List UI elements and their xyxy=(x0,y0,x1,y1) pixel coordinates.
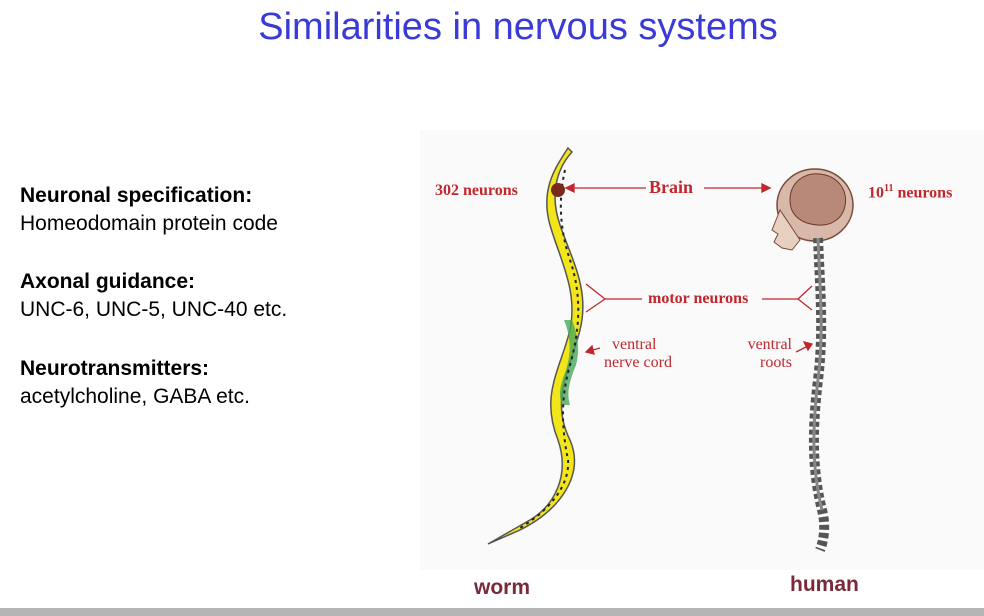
item-heading: Neurotransmitters: xyxy=(20,357,210,380)
neuronal-specification-item: Neuronal specification: Homeodomain prot… xyxy=(20,182,278,238)
human-neurons-label: 1011 neurons xyxy=(868,180,952,202)
axonal-guidance-item: Axonal guidance: UNC-6, UNC-5, UNC-40 et… xyxy=(20,268,287,324)
worm-caption: worm xyxy=(474,576,531,599)
human-spinal-cord xyxy=(812,237,824,511)
human-face xyxy=(771,208,801,251)
worm-green-region xyxy=(559,320,579,405)
footer-bar xyxy=(0,608,984,616)
item-text: acetylcholine, GABA etc. xyxy=(20,385,250,408)
slide-title: Similarities in nervous systems xyxy=(258,6,778,48)
ventral-roots-label: ventral roots xyxy=(736,336,792,372)
brain-label: Brain xyxy=(649,177,694,197)
worm-body xyxy=(487,146,584,545)
worm-brain-cluster xyxy=(551,183,565,197)
ventral-nerve-cord-line2: nerve cord xyxy=(604,354,672,371)
human-neurons-base: 10 xyxy=(868,184,884,202)
ventral-roots-line2: roots xyxy=(760,354,792,371)
item-heading: Axonal guidance: xyxy=(20,270,196,293)
diagram-illustration xyxy=(487,146,854,552)
human-caption: human xyxy=(790,573,859,596)
human-brain xyxy=(789,173,847,226)
ventral-nerve-cord-line1: ventral xyxy=(612,336,657,353)
worm-neurons-label: 302 neurons xyxy=(435,182,518,199)
nervous-system-diagram: 302 neurons Brain 1011 neurons motor neu… xyxy=(420,130,984,570)
human-neurons-suffix: neurons xyxy=(893,184,953,202)
motor-neurons-label: motor neurons xyxy=(648,290,749,307)
ventral-nerve-cord-label: ventral nerve cord xyxy=(604,336,672,372)
item-heading: Neuronal specification: xyxy=(20,184,253,207)
item-text: Homeodomain protein code xyxy=(20,212,278,235)
ventral-roots-line1: ventral xyxy=(747,336,792,353)
human-neurons-exponent: 11 xyxy=(884,183,894,194)
neurotransmitters-item: Neurotransmitters: acetylcholine, GABA e… xyxy=(20,355,250,411)
item-text: UNC-6, UNC-5, UNC-40 etc. xyxy=(20,298,288,321)
worm-nerve-cord xyxy=(519,169,580,529)
